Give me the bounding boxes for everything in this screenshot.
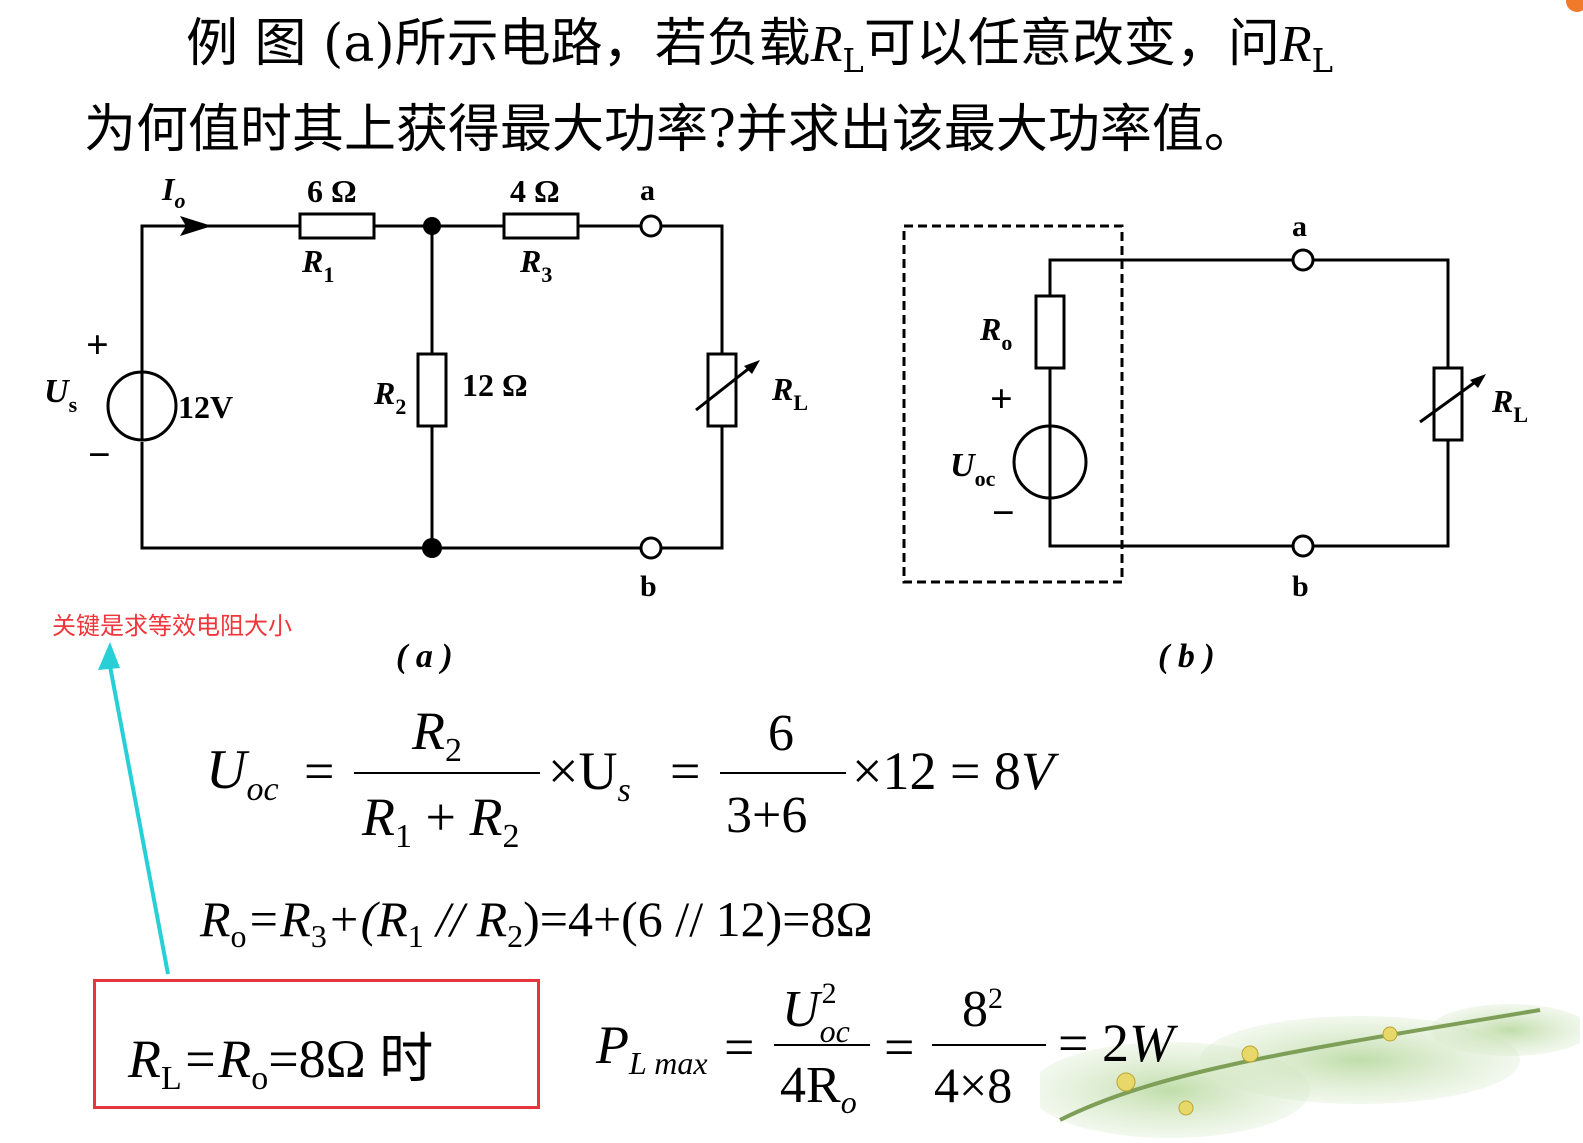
pointer-arrow <box>98 642 170 975</box>
label-plus: + <box>86 322 109 367</box>
label-io: Io <box>161 171 185 213</box>
eq1-equals: = <box>304 741 335 801</box>
caption-b: ( b ) <box>1158 638 1215 675</box>
label-r1: R1 <box>301 243 334 287</box>
eq1-frac1-num: R2 <box>412 701 462 769</box>
eq4-equals: = <box>724 1017 755 1077</box>
variable-arrow-icon <box>1470 374 1486 388</box>
rl-symbol: R <box>1279 16 1312 73</box>
corner-mark <box>1566 0 1583 12</box>
terminal-a <box>639 214 663 238</box>
resistor-rl <box>706 352 738 428</box>
eq1-frac1-den: R1 + R2 <box>362 787 520 855</box>
resistor-ro <box>1034 294 1066 370</box>
terminal-a <box>1291 248 1315 272</box>
label-uoc: Uoc <box>950 447 996 491</box>
variable-arrow-icon <box>744 360 760 374</box>
note-text: 关键是求等效电阻大小 <box>52 612 292 640</box>
caption-a: ( a ) <box>396 638 453 675</box>
leaf-decoration <box>1040 1004 1580 1138</box>
eq4-frac1-bar <box>774 1044 870 1046</box>
resistor-r3 <box>502 212 580 240</box>
label-r3: R3 <box>519 243 552 287</box>
eq4-lhs: PL max <box>596 1015 708 1082</box>
eq4-frac2-bar <box>932 1044 1046 1046</box>
resistor-rl <box>1432 366 1464 442</box>
eq4-frac1-den: 4Ro <box>780 1057 857 1121</box>
junction-dot <box>422 538 442 558</box>
label-r2-value: 12 Ω <box>462 367 528 403</box>
label-rl: RL <box>1491 383 1528 427</box>
eq3: RL=Ro=8Ω 时 <box>128 1029 434 1097</box>
problem-line-1: 例 图 (a)所示电路，若负载RL可以任意改变，问RL <box>186 14 1333 81</box>
eq1-frac2-bar <box>720 772 846 774</box>
problem-line-1-b: 可以任意改变，问 <box>863 14 1280 74</box>
eq1-equals-2: = <box>670 741 701 801</box>
eq1-frac2-num: 6 <box>768 705 794 762</box>
label-plus: + <box>990 376 1013 421</box>
eq1-tail: ×12 = 8V <box>852 741 1054 801</box>
resistor-r2 <box>416 352 448 428</box>
label-node-a: a <box>1292 210 1307 243</box>
label-minus: − <box>88 432 111 477</box>
problem-line-2: 为何值时其上获得最大功率?并求出该最大功率值。 <box>84 100 1256 160</box>
problem-line-1-a: 例 图 (a)所示电路，若负载 <box>186 14 811 74</box>
rl-symbol: R <box>810 16 843 73</box>
terminal-b <box>1291 534 1315 558</box>
eq4-tail: = 2W <box>1058 1013 1174 1073</box>
eq2: Ro=R3+(R1 // R2)=4+(6 // 12)=8Ω <box>200 891 873 955</box>
eq1-lhs: Uoc <box>206 739 279 808</box>
label-node-a: a <box>640 174 655 207</box>
eq4-equals-2: = <box>884 1017 915 1077</box>
label-r1-value: 6 Ω <box>307 173 357 209</box>
label-node-b: b <box>640 570 657 603</box>
current-arrow-icon <box>180 216 212 236</box>
label-us-value: 12V <box>178 389 233 425</box>
label-r2: R2 <box>373 375 406 419</box>
label-minus: − <box>992 490 1015 535</box>
circuit-a: Io 6 Ω R1 4 Ω R3 R2 12 Ω RL Us 12V + − a… <box>44 171 808 603</box>
circuit-b: Ro + Uoc − RL a b <box>902 210 1528 603</box>
eq4-frac2-den: 4×8 <box>934 1057 1013 1113</box>
arrow-up-icon <box>98 642 120 670</box>
condition-box <box>93 979 540 1109</box>
terminal-b <box>639 536 663 560</box>
label-node-b: b <box>1292 570 1309 603</box>
eq1-frac2-den: 3+6 <box>726 787 808 844</box>
thevenin-box <box>902 224 1124 584</box>
eq4-frac2-num: 82 <box>962 981 1003 1038</box>
resistor-r1 <box>298 212 376 240</box>
eq1-frac1-bar <box>354 772 540 774</box>
label-r3-value: 4 Ω <box>510 173 560 209</box>
junction-dot <box>423 217 441 235</box>
label-ro: Ro <box>979 311 1012 355</box>
label-rl: RL <box>771 371 808 415</box>
eq1-times-us: ×Us <box>548 741 631 809</box>
label-us: Us <box>44 373 78 417</box>
